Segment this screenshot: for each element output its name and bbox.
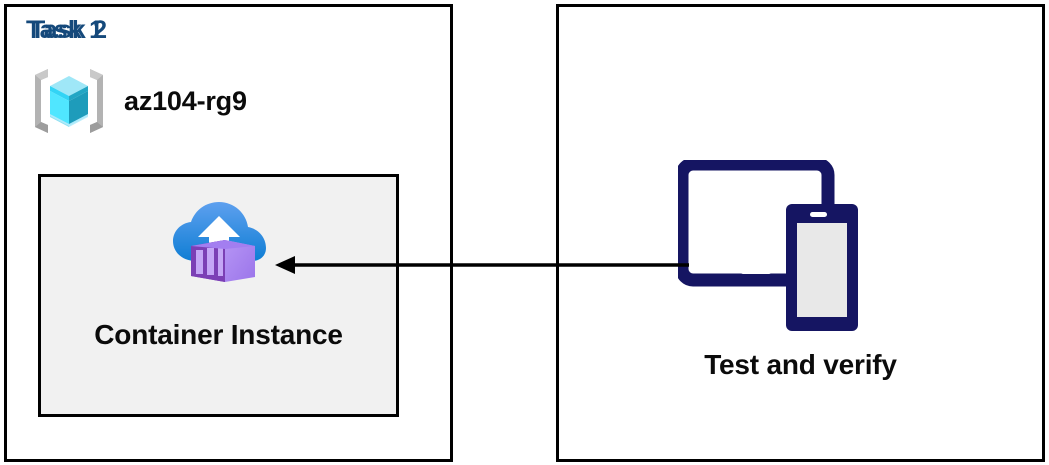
resource-group-label: az104-rg9	[124, 85, 247, 116]
container-instance-label: Container Instance	[94, 319, 343, 350]
panel-title-task-2: Task 2	[30, 16, 108, 44]
resource-group-row: az104-rg9	[30, 62, 247, 140]
container-instance-card: Container Instance	[38, 174, 399, 417]
test-and-verify-label: Test and verify	[704, 349, 897, 380]
azure-container-instance-icon	[172, 202, 266, 282]
tablet-and-phone-icon	[678, 160, 858, 331]
panel-title-task-1: Task 1	[26, 16, 104, 44]
arrow-left-icon	[275, 256, 689, 274]
azure-resource-group-icon	[35, 69, 103, 133]
